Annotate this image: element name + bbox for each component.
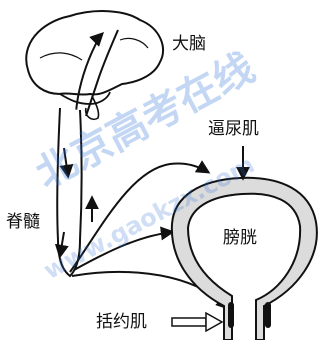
descending-spinal-arrow (59, 147, 74, 179)
sphincter-right-drawing (265, 302, 271, 328)
bladder-label: 膀胱 (223, 228, 257, 248)
afferent-nerve-from-bladder (73, 226, 175, 271)
descending-pathway (85, 29, 119, 117)
sphincter-label: 括约肌 (96, 312, 147, 332)
sphincter-pointer-arrow (171, 311, 224, 333)
bladder-drawing (170, 176, 318, 341)
detrusor-label: 逼尿肌 (208, 119, 259, 139)
spinal-cord-label: 脊髓 (6, 212, 40, 232)
efferent-nerve-to-detrusor (69, 160, 211, 273)
sphincter-left-drawing (228, 302, 234, 328)
brain-label: 大脑 (172, 34, 206, 54)
ascending-pathway (75, 32, 104, 113)
lower-spinal-arrow (54, 231, 69, 259)
brain-drawing (25, 10, 165, 121)
